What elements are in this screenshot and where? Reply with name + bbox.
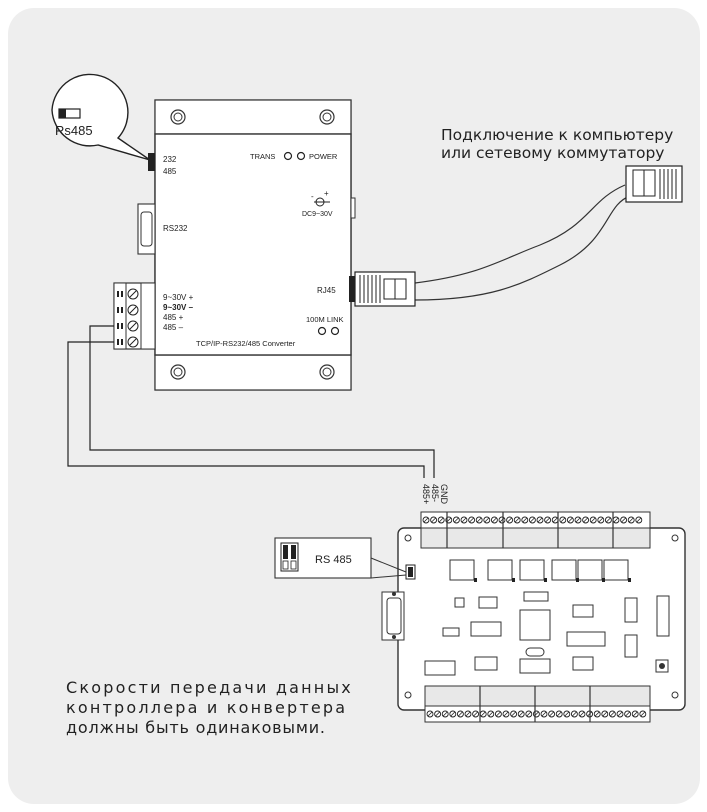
dip-232-label: 232 <box>163 155 177 164</box>
network-note-line1: Подключение к компьютеру <box>441 126 674 144</box>
speed-note-line3: должны быть одинаковыми. <box>66 718 326 737</box>
converter-device: 232 485 TRANS POWER - + DC9~30V RS232 RJ… <box>113 99 356 391</box>
terminal-label: 9~30V + <box>163 293 194 302</box>
trans-led-icon <box>283 151 293 161</box>
switch-label: Rs485 <box>55 123 93 138</box>
terminal-label: 485 – <box>163 323 184 332</box>
wire-gnd-label: GND <box>439 484 449 505</box>
terminal-label: 9~30V – <box>163 303 194 312</box>
rs232-port-icon <box>137 203 156 255</box>
rj45-label: RJ45 <box>317 286 336 295</box>
led-trans-label: TRANS <box>250 152 275 161</box>
converter-model-label: TCP/IP-RS232/485 Converter <box>196 339 296 348</box>
dip-switch <box>148 153 155 171</box>
wire-485minus-label: 485- <box>430 484 440 502</box>
power-jack-icon: - + <box>311 189 330 207</box>
speed-note-line1: Скорости передачи данных <box>66 678 353 697</box>
controller-board <box>381 511 686 723</box>
rs232-label: RS232 <box>163 224 188 233</box>
rj45-plug-end-icon <box>625 165 683 203</box>
bottom-terminals <box>424 685 651 723</box>
terminal-label: 485 + <box>163 313 184 322</box>
rj45-plug-icon <box>354 271 416 307</box>
rs485-jumper-callout: RS 485 <box>274 537 407 579</box>
speed-note-line2: контроллера и конвертера <box>66 698 348 717</box>
power-led-icon <box>296 151 306 161</box>
top-terminals <box>420 511 651 549</box>
network-note: Подключение к компьютеру или сетевому ко… <box>441 126 703 162</box>
power-jack-label: DC9~30V <box>302 211 333 218</box>
wire-485plus-label: 485+ <box>421 484 431 504</box>
led-power-label: POWER <box>309 152 338 161</box>
network-cable <box>414 184 631 301</box>
network-note-line2: или сетевому коммутатору <box>441 144 665 162</box>
rs485-label: RS 485 <box>315 554 352 566</box>
link-label: 100M LINK <box>306 315 344 324</box>
dip-485-label: 485 <box>163 167 177 176</box>
rs485-wires <box>67 325 435 478</box>
terminal-block <box>113 282 156 350</box>
switch-callout: Rs485 <box>51 73 151 161</box>
svg-text:+: + <box>324 189 329 198</box>
db9-port-icon <box>381 591 405 641</box>
speed-note: Скорости передачи данных контроллера и к… <box>66 678 374 738</box>
svg-text:-: - <box>311 192 314 201</box>
